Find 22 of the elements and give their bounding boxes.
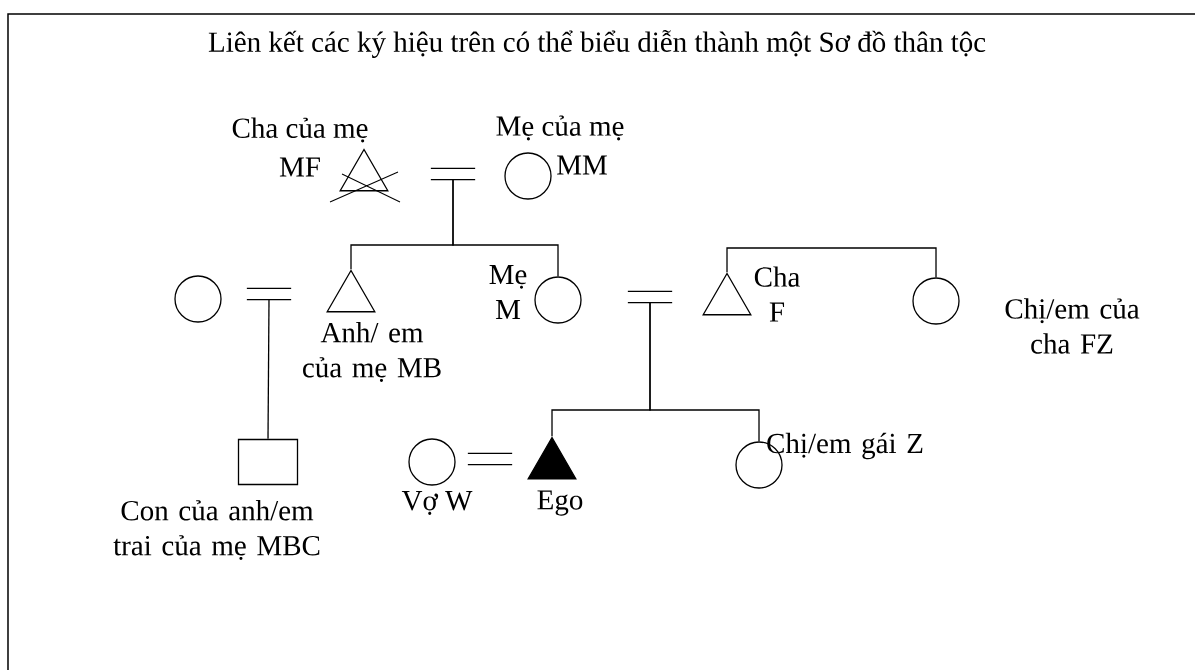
symbol-label: Ego <box>537 490 583 516</box>
symbol-label: Chị/em gái Z <box>767 432 923 460</box>
marriage-sign <box>246 287 292 301</box>
descent-line <box>649 302 760 442</box>
symbol-label: Cha F <box>754 266 800 322</box>
symbol-label: Mẹ M <box>489 265 527 319</box>
symbol-label: Mẹ của mẹ <box>496 115 624 141</box>
marriage-sign <box>430 167 476 181</box>
descent-line <box>726 247 937 278</box>
symbol-label: Anh/ em của mẹ MB <box>303 322 441 382</box>
symbol-label: Cha của mẹ <box>232 117 368 143</box>
marriage-sign <box>627 290 673 304</box>
symbol-label: MF <box>279 157 320 177</box>
title: Liên kết các ký hiệu trên có thể biểu diễn thành một Sơ đồ thân tộc <box>208 30 986 58</box>
descent-line <box>452 179 559 277</box>
symbol-label: Chị/em của cha FZ <box>1005 298 1140 354</box>
marriage-sign <box>467 452 513 466</box>
circle-symbol <box>174 275 222 323</box>
symbol-label: MM <box>557 155 607 175</box>
descent-line <box>267 299 270 440</box>
symbol-label: Vợ W <box>401 491 473 515</box>
symbol-label: Con của anh/em trai của mẹ MBC <box>113 500 320 560</box>
